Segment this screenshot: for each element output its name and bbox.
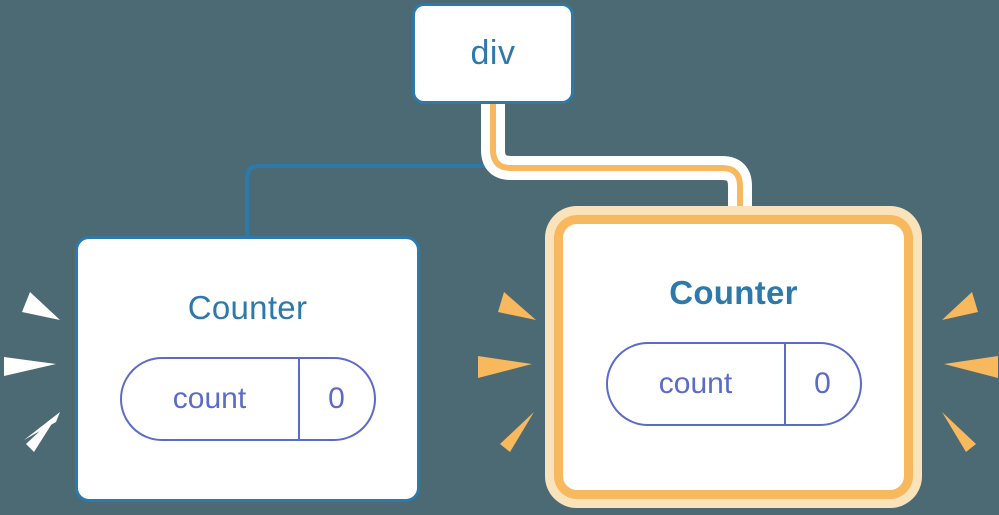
node-div-label: div <box>470 34 516 72</box>
state-pill-left: count 0 <box>119 357 376 441</box>
sparkle-ray-icon <box>942 292 978 320</box>
node-counter-left-label: Counter <box>187 289 308 326</box>
node-div[interactable]: div <box>412 3 574 104</box>
node-counter-right[interactable]: Counter count 0 <box>563 224 904 490</box>
state-key-right: count <box>608 344 786 424</box>
state-pill-right: count 0 <box>605 342 862 426</box>
edge-div-to-counter-left <box>245 104 492 238</box>
sparkle-group-left-counter-right <box>478 292 536 452</box>
sparkle-ray-icon <box>24 412 60 440</box>
sparkle-ray-icon <box>498 292 536 320</box>
sparkle-ray-icon <box>4 357 56 376</box>
sparkle-ray-icon <box>500 412 534 452</box>
state-key-left: count <box>122 359 300 439</box>
sparkle-ray-icon <box>944 356 998 378</box>
sparkle-ray-icon <box>26 414 58 452</box>
node-counter-right-label: Counter <box>669 274 798 311</box>
node-counter-left[interactable]: Counter count 0 <box>75 236 420 502</box>
state-value-right: 0 <box>814 367 831 400</box>
sparkle-group-right-counter-right <box>942 292 998 452</box>
sparkle-ray-icon <box>942 412 976 452</box>
edge-div-to-counter-right <box>490 104 743 232</box>
sparkle-ray-icon <box>478 356 532 378</box>
sparkle-group-left-counter-left <box>4 292 60 452</box>
edge-div-to-counter-right-halo <box>481 104 752 232</box>
state-value-left: 0 <box>328 382 345 415</box>
sparkle-ray-icon <box>22 292 60 320</box>
